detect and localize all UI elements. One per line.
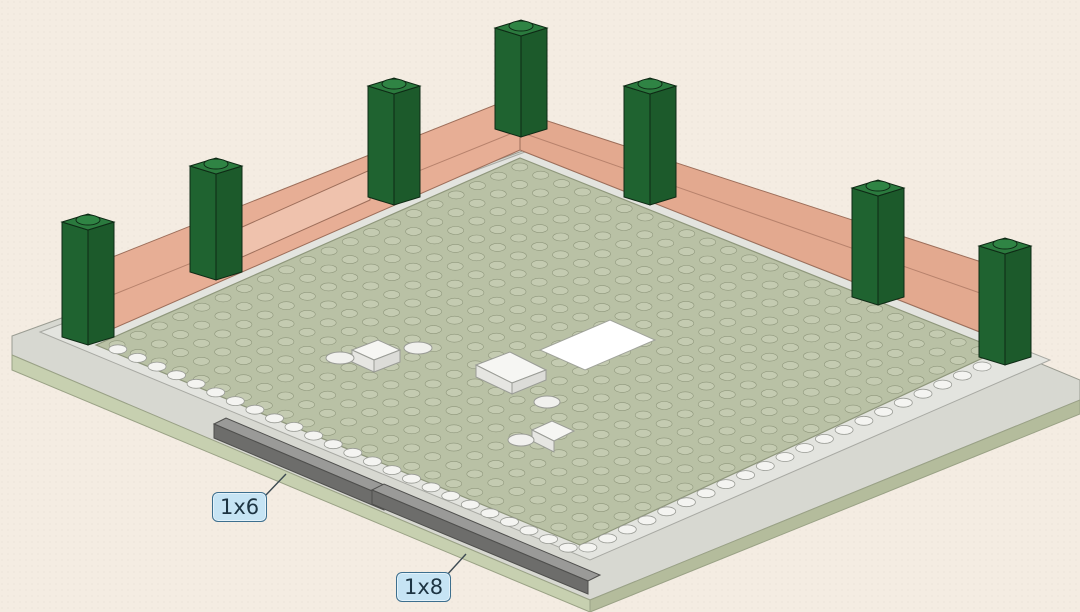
callout-1x6-label: 1x6 xyxy=(212,492,267,522)
callout-1x8-label: 1x8 xyxy=(396,572,451,602)
